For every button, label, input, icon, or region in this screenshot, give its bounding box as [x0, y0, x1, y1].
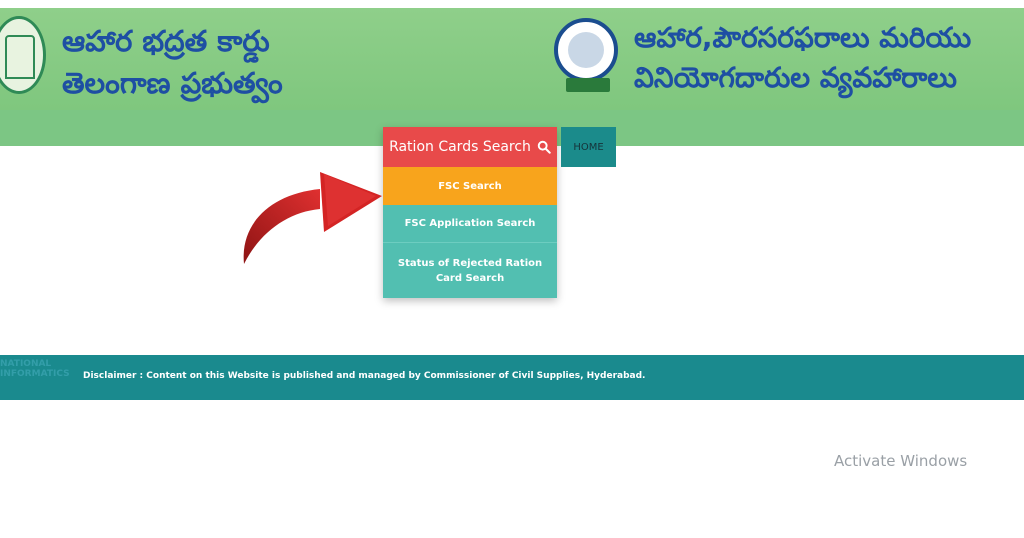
- site-header: [0, 8, 1024, 110]
- site-title-right: ఆహార,పౌరసరఫరాలు మరియు వినియోగదారుల వ్యవహ…: [634, 18, 971, 98]
- menu-item-fsc-application-search[interactable]: FSC Application Search: [383, 205, 557, 243]
- title-right-line2: వినియోగదారుల వ్యవహారాలు: [634, 61, 957, 94]
- telangana-emblem-icon: [0, 16, 46, 94]
- nic-logo: NATIONAL INFORMATICS: [0, 359, 70, 379]
- red-curved-arrow-icon: [243, 172, 382, 264]
- title-left-line2: తెలంగాణ ప్రభుత్వం: [62, 66, 283, 100]
- civil-supplies-emblem-icon: [554, 18, 618, 82]
- title-left-line1: ఆహార భద్రత కార్డు: [62, 24, 270, 58]
- home-button[interactable]: HOME: [561, 127, 616, 167]
- search-icon: [537, 140, 551, 154]
- site-title-left: ఆహార భద్రత కార్డు తెలంగాణ ప్రభుత్వం: [62, 20, 283, 104]
- activate-windows-watermark: Activate Windows: [834, 452, 968, 470]
- title-right-line1: ఆహార,పౌరసరఫరాలు మరియు: [634, 21, 972, 54]
- search-button-label: Ration Cards Search: [389, 139, 531, 155]
- ration-cards-search-button[interactable]: Ration Cards Search: [383, 127, 557, 167]
- footer-disclaimer: Disclaimer : Content on this Website is …: [83, 371, 646, 381]
- site-footer: [0, 355, 1024, 400]
- ration-search-dropdown: Ration Cards Search FSC Search FSC Appli…: [383, 127, 557, 298]
- emblem-ribbon: [566, 78, 610, 92]
- menu-item-rejected-ration-card-search[interactable]: Status of Rejected Ration Card Search: [383, 243, 557, 298]
- menu-item-fsc-search[interactable]: FSC Search: [383, 167, 557, 205]
